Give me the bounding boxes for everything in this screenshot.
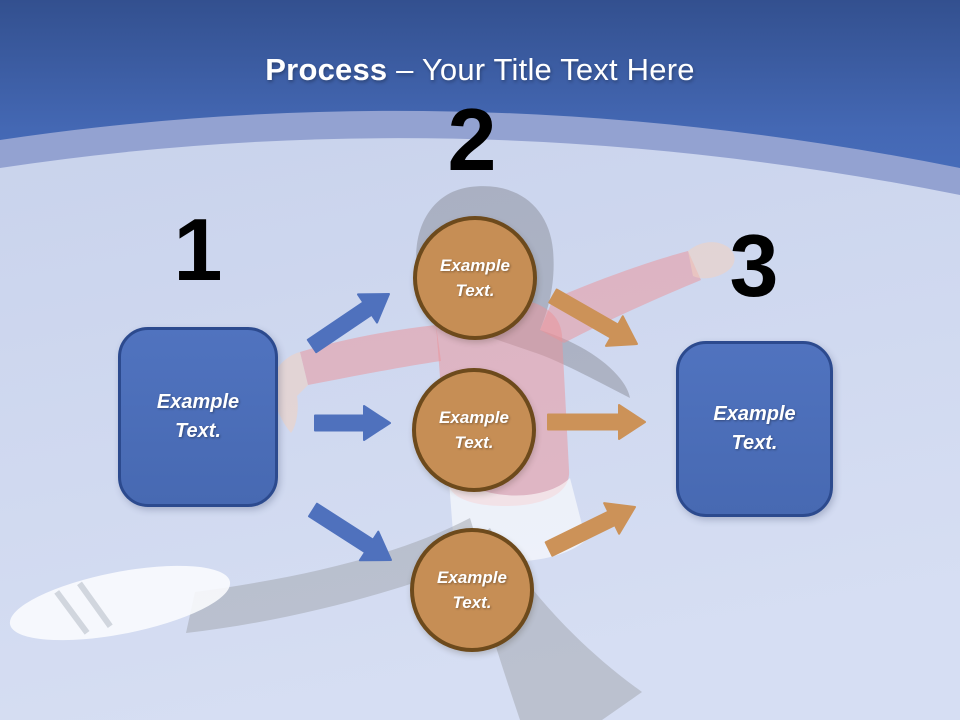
process-circle-middle: Example Text. [412,368,536,492]
process-circle-bottom: Example Text. [410,528,534,652]
process-circle-top: Example Text. [413,216,537,340]
process-box-step-1: Example Text. [118,327,278,507]
process-box-step-3: Example Text. [676,341,833,517]
step-number-1: 1 [173,200,223,299]
arrow-left-to-middle-circle [314,405,391,441]
arrow-bottom-circle-to-right [544,502,636,557]
process-circle-top-label: Example Text. [440,255,510,301]
slide-title-rest: – Your Title Text Here [396,52,695,87]
arrows-blue [306,293,392,562]
step-number-3: 3 [729,216,779,315]
arrow-middle-circle-to-right [547,404,646,440]
process-circle-bottom-label: Example Text. [437,567,507,613]
process-box-step-1-label: Example Text. [156,391,240,442]
arrow-left-to-bottom-circle [308,502,392,562]
process-box-step-3-label: Example Text. [713,403,796,454]
slide-title: Process – Your Title Text Here [0,52,960,88]
process-circle-middle-label: Example Text. [439,407,509,453]
slide-title-keyword: Process [265,52,388,87]
step-number-2: 2 [447,90,497,189]
arrow-top-circle-to-right [548,288,638,347]
arrows-orange [544,288,646,557]
arrow-left-to-top-circle [306,293,390,354]
